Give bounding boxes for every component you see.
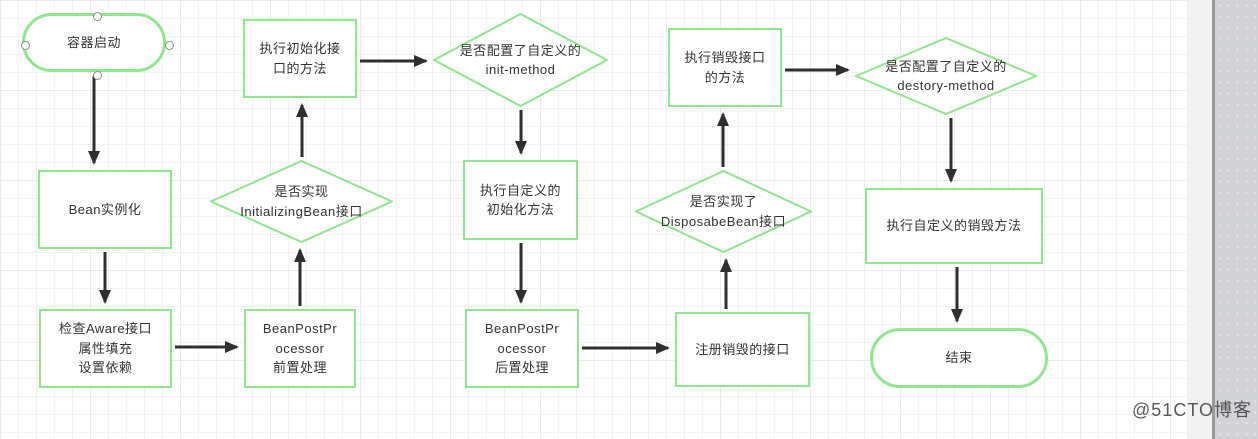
flow-node-register-destroy-interface[interactable]: 注册销毁的接口 [675,312,810,387]
node-label: 结束 [945,350,973,366]
node-label: Bean实例化 [68,201,142,217]
canvas-edge-divider [1212,0,1215,439]
edges-layer [88,55,963,354]
flow-node-disposable-bean-check[interactable]: 是否实现了 DisposabeBean接口 [635,170,812,253]
vertical-scrollbar[interactable] [1215,0,1258,439]
node-label: 注册销毁的接口 [695,341,790,357]
selection-handle[interactable] [92,70,102,80]
node-label: 执行自定义的 初始化方法 [479,182,561,218]
flow-node-exec-custom-init-method[interactable]: 执行自定义的 初始化方法 [463,160,578,240]
flow-node-exec-custom-destroy-method[interactable]: 执行自定义的销毁方法 [865,188,1043,264]
nodes-layer: 容器启动 执行初始化接 口的方法 是否配置了自定义的 init-method 执行销毁… [20,11,1048,388]
selection-handle[interactable] [20,41,30,50]
flow-node-custom-destroy-method[interactable]: 是否配置了自定义的 destory-method [855,37,1037,115]
flow-node-container-start[interactable]: 容器启动 [20,11,174,80]
node-label: 执行自定义的销毁方法 [886,218,1022,234]
flow-node-custom-init-method[interactable]: 是否配置了自定义的 init-method [433,13,608,107]
node-label: 执行销毁接口 的方法 [684,50,766,85]
flow-node-check-aware-interface[interactable]: 检查Aware接口 属性填充 设置依赖 [39,309,172,388]
flow-node-exec-destroy-interface-method[interactable]: 执行销毁接口 的方法 [668,28,782,107]
node-label: 检查Aware接口 属性填充 设置依赖 [58,321,153,376]
watermark: @51CTO博客 [1132,400,1252,420]
flow-node-bean-instantiation[interactable]: Bean实例化 [38,170,172,249]
flow-node-beanpostprocessor-after[interactable]: BeanPostPr ocessor 后置处理 [465,309,579,388]
diamond-shape [433,13,608,107]
flow-node-end[interactable]: 结束 [870,328,1048,388]
flow-node-initializing-bean-check[interactable]: 是否实现 InitializingBean接口 [210,160,393,243]
flow-node-beanpostprocessor-before[interactable]: BeanPostPr ocessor 前置处理 [244,309,356,388]
node-label: BeanPostPr ocessor 前置处理 [262,321,338,376]
diamond-shape [855,37,1037,115]
diamond-shape [635,170,812,253]
node-label: BeanPostPr ocessor 后置处理 [484,321,560,376]
page-margin [1187,0,1212,439]
node-label: 是否配置了自定义的 destory-method [885,58,1007,94]
node-label: 是否实现了 DisposabeBean接口 [660,194,787,229]
node-label: 执行初始化接 口的方法 [259,41,341,76]
selection-handle[interactable] [92,11,102,21]
flow-node-exec-init-interface-method[interactable]: 执行初始化接 口的方法 [243,19,357,98]
selection-handle[interactable] [164,41,174,50]
node-label: 容器启动 [66,34,121,50]
diamond-shape [210,160,393,243]
node-label: 是否实现 InitializingBean接口 [240,184,363,219]
node-label: 是否配置了自定义的 init-method [459,42,582,78]
